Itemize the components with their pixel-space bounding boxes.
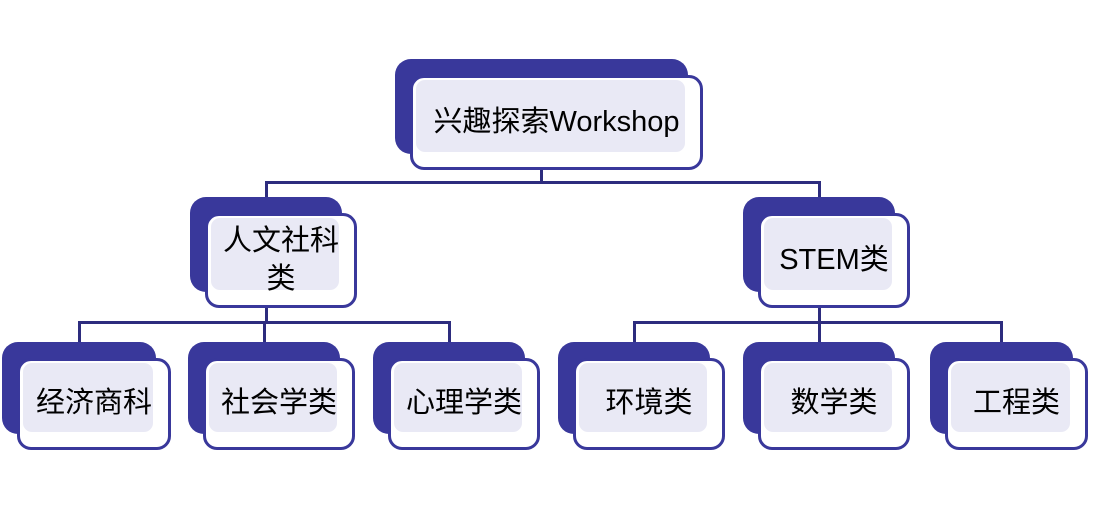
node-body: 数学类 xyxy=(758,358,910,450)
node-label: 人文社科类 xyxy=(222,224,339,295)
connector-drop-humanities xyxy=(265,181,268,201)
node-fill xyxy=(579,363,707,432)
connector-drop-mathematics xyxy=(818,321,821,346)
node-fill xyxy=(394,363,522,432)
node-fill xyxy=(764,363,892,432)
node-body: STEM类 xyxy=(758,213,910,308)
connector-level1-horizontal xyxy=(265,181,821,184)
node-body: 环境类 xyxy=(573,358,725,450)
connector-drop-psychology xyxy=(448,321,451,346)
node-body: 工程类 xyxy=(945,358,1088,450)
node-label: 兴趣探索Workshop xyxy=(433,105,680,138)
node-fill xyxy=(416,80,685,152)
connector-drop-stem xyxy=(818,181,821,201)
node-stem: STEM类 xyxy=(743,197,910,308)
node-body: 兴趣探索Workshop xyxy=(410,75,703,170)
node-fill xyxy=(209,363,337,432)
node-label: 社会学类 xyxy=(220,387,337,420)
connector-drop-economics xyxy=(78,321,81,346)
node-engineering: 工程类 xyxy=(930,342,1088,450)
node-body: 经济商科 xyxy=(17,358,171,450)
node-humanities-social-sciences: 人文社科类 xyxy=(190,197,357,308)
node-label: 环境类 xyxy=(605,387,693,420)
node-economics-business: 经济商科 xyxy=(2,342,171,450)
node-body: 社会学类 xyxy=(203,358,355,450)
connector-drop-engineering xyxy=(1000,321,1003,346)
connector-drop-environment xyxy=(633,321,636,346)
node-label: 经济商科 xyxy=(35,387,152,420)
node-label: 心理学类 xyxy=(405,387,522,420)
connector-stem-stub xyxy=(818,306,821,324)
node-psychology: 心理学类 xyxy=(373,342,540,450)
node-fill xyxy=(23,363,153,432)
node-fill xyxy=(764,218,892,290)
node-root: 兴趣探索Workshop xyxy=(395,59,703,170)
node-environment: 环境类 xyxy=(558,342,725,450)
node-body: 心理学类 xyxy=(388,358,540,450)
node-fill xyxy=(211,218,339,290)
connector-root-stub xyxy=(540,168,543,184)
node-label: 数学类 xyxy=(790,387,878,420)
node-label: 工程类 xyxy=(972,387,1060,420)
node-body: 人文社科类 xyxy=(205,213,357,308)
node-fill xyxy=(951,363,1070,432)
node-mathematics: 数学类 xyxy=(743,342,910,450)
connector-humanities-stub xyxy=(265,306,268,324)
node-label: STEM类 xyxy=(779,243,889,276)
connector-drop-sociology xyxy=(263,321,266,346)
node-sociology: 社会学类 xyxy=(188,342,355,450)
